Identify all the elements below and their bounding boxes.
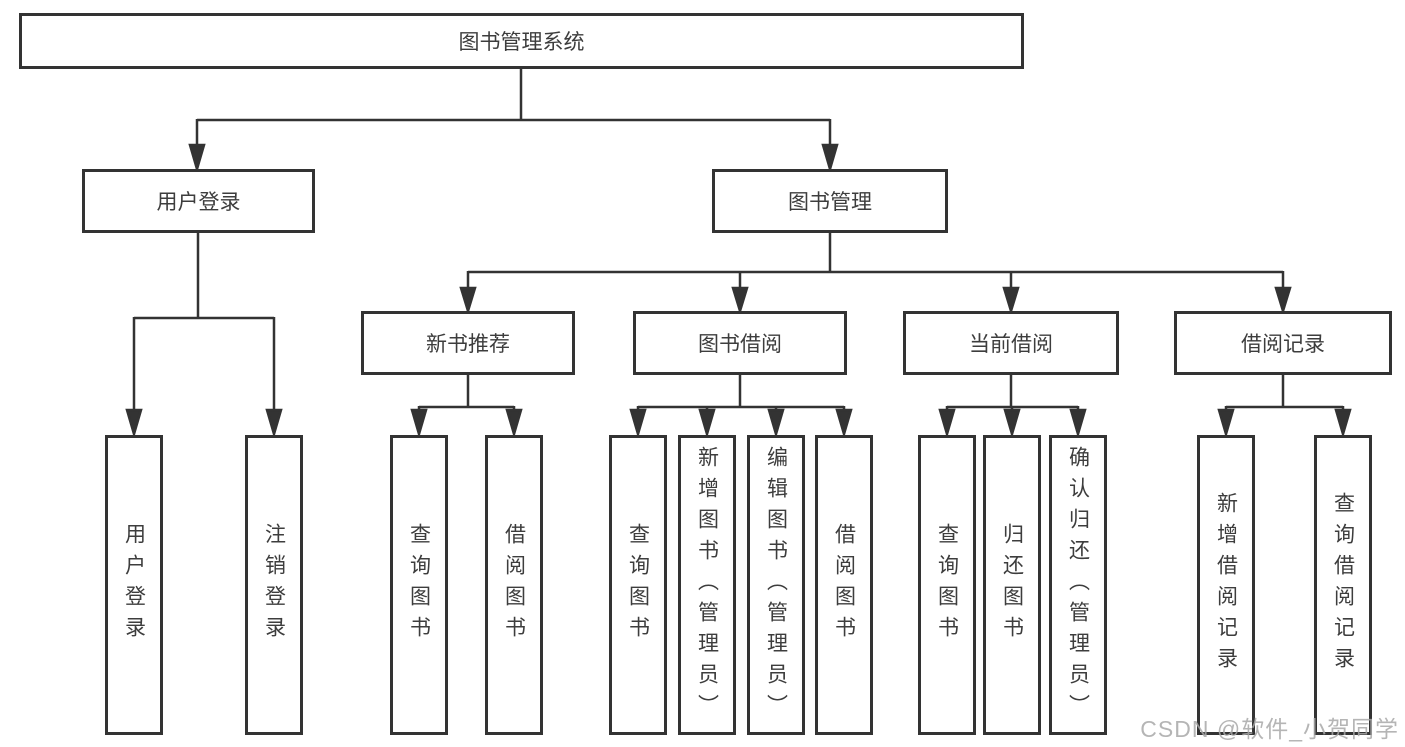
leaf-query-borrow-record: 查询借阅记录 (1314, 435, 1372, 735)
leaf-add-borrow-record: 新增借阅记录 (1197, 435, 1255, 735)
leaf-borrow-book-recommend: 借阅图书 (485, 435, 543, 735)
leaf-borrow-book: 借阅图书 (815, 435, 873, 735)
watermark: CSDN @软件_小贺同学 (1140, 716, 1399, 742)
node-book-management: 图书管理 (712, 169, 948, 233)
node-current-borrow: 当前借阅 (903, 311, 1119, 375)
leaf-query-book-current: 查询图书 (918, 435, 976, 735)
node-new-book-recommend: 新书推荐 (361, 311, 575, 375)
leaf-add-book-admin: 新增图书（管理员） (678, 435, 736, 735)
leaf-edit-book-admin: 编辑图书（管理员） (747, 435, 805, 735)
leaf-confirm-return-admin: 确认归还（管理员） (1049, 435, 1107, 735)
leaf-return-book: 归还图书 (983, 435, 1041, 735)
leaf-logout: 注销登录 (245, 435, 303, 735)
leaf-user-login: 用户登录 (105, 435, 163, 735)
node-user-login: 用户登录 (82, 169, 315, 233)
node-root: 图书管理系统 (19, 13, 1024, 69)
node-book-borrow: 图书借阅 (633, 311, 847, 375)
leaf-query-book-recommend: 查询图书 (390, 435, 448, 735)
node-borrow-records: 借阅记录 (1174, 311, 1392, 375)
leaf-query-book-borrow: 查询图书 (609, 435, 667, 735)
